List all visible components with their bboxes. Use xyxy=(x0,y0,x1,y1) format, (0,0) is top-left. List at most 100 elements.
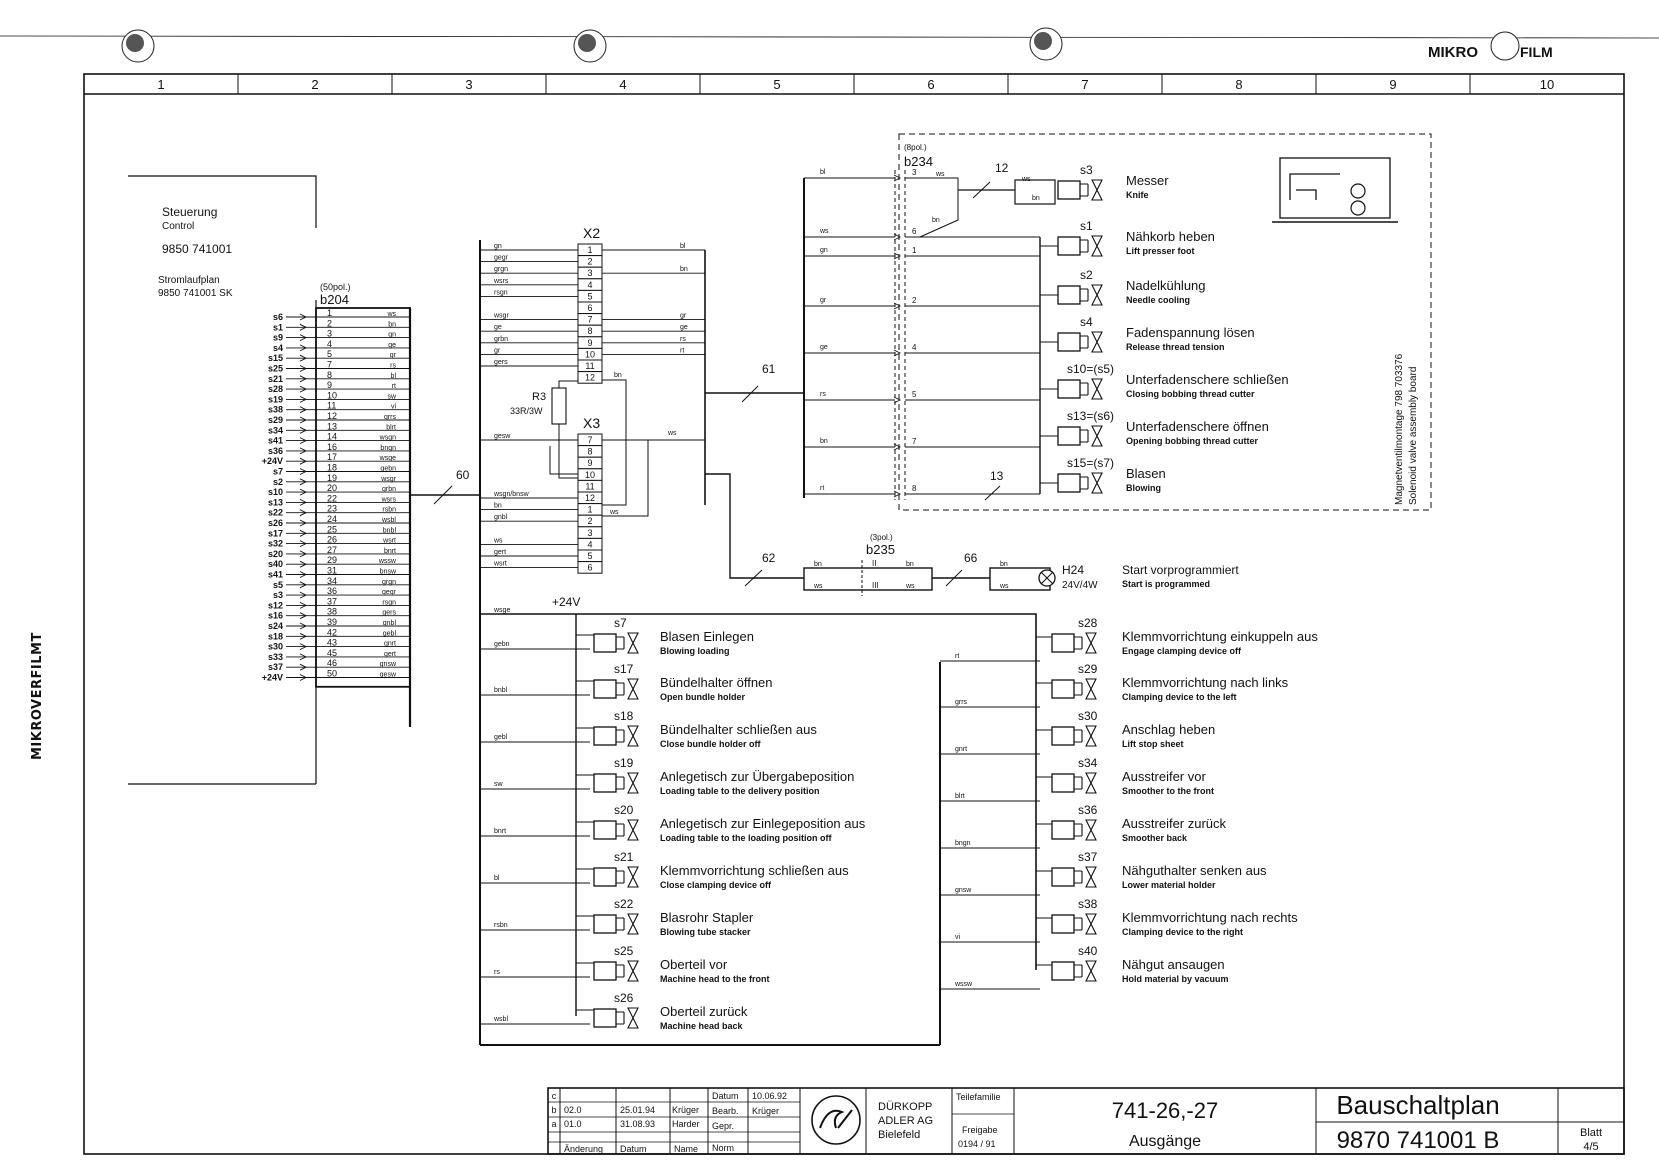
cable-61-label: 61 xyxy=(762,362,776,376)
datum-label: Datum xyxy=(712,1091,739,1101)
x2-wire-color-right: bl xyxy=(680,243,686,250)
valve-label-en: Close bundle holder off xyxy=(660,739,762,749)
b204-wire-color: grgn xyxy=(382,579,396,586)
valve-label-de: Unterfadenschere schließen xyxy=(1126,372,1289,387)
valve-label-en: Lower material holder xyxy=(1122,880,1216,890)
x3-terminal-number: 10 xyxy=(585,470,595,480)
cable-13-label: 13 xyxy=(990,469,1004,483)
b234-contact xyxy=(893,349,902,357)
cable-62-label: 62 xyxy=(762,551,776,565)
x2-terminal-number: 3 xyxy=(587,268,592,278)
b204-signal: s9 xyxy=(273,333,283,343)
b235-pin-2: II xyxy=(872,559,876,568)
b204-signal: s38 xyxy=(268,405,283,415)
valve-id: s30 xyxy=(1078,709,1098,723)
valve-board-label-en: Solenoid valve assembly board xyxy=(1408,367,1419,505)
b204-wire-color: gebl xyxy=(383,630,397,637)
valve-label-en: Lift stop sheet xyxy=(1122,739,1184,749)
b204-pin: 18 xyxy=(327,463,337,473)
b204-wire-color: wsrt xyxy=(382,538,396,545)
x2-wire-color-left: rsgn xyxy=(494,289,508,296)
valve-id: s15=(s7) xyxy=(1067,456,1114,470)
b204-pin: 31 xyxy=(327,566,337,576)
b204-signal: s3 xyxy=(273,590,283,600)
b204-pin: 2 xyxy=(327,318,332,328)
valve-label-de: Klemmvorrichtung nach rechts xyxy=(1122,910,1298,925)
x3-wire-color-left: gnbl xyxy=(494,514,508,521)
x3-terminal-number: 3 xyxy=(587,528,592,538)
valve-id: s13=(s6) xyxy=(1067,409,1114,423)
cable-62-tick xyxy=(744,569,763,587)
b234-contact xyxy=(893,490,902,498)
rev-version: 01.0 xyxy=(564,1119,582,1129)
x3-terminal-number: 4 xyxy=(587,539,592,549)
b234-pin: 7 xyxy=(912,437,917,446)
supply-rail xyxy=(480,613,1037,970)
control-title: Steuerung xyxy=(162,205,217,219)
b204-wire-color: grbn xyxy=(382,486,396,493)
control-number: 9850 741001 xyxy=(162,242,232,256)
valve-label-de: Nähgut ansaugen xyxy=(1122,957,1225,972)
valve-label-de: Ausstreifer zurück xyxy=(1122,816,1227,831)
cable-66-tick xyxy=(945,569,963,587)
x3-terminal-number: 5 xyxy=(587,551,592,561)
valve-id: s17 xyxy=(614,662,634,676)
valve-s15=(s7) xyxy=(1057,472,1103,494)
x2-terminal-number: 4 xyxy=(587,280,592,290)
cable-61-tick xyxy=(741,385,759,403)
b204-signal: s21 xyxy=(268,374,283,384)
b204-signal: s12 xyxy=(268,600,283,610)
rev-name: Krüger xyxy=(672,1105,699,1115)
b204-signal: s34 xyxy=(268,425,283,435)
h24-wire-bn: bn xyxy=(1000,561,1008,568)
b204-wire-color: gegr xyxy=(382,589,397,596)
b204-signal: s25 xyxy=(268,364,283,374)
b234-pol: (8pol.) xyxy=(904,143,927,152)
b204-pin: 36 xyxy=(327,586,337,596)
b204-signal: s18 xyxy=(268,631,283,641)
b204-pin: 7 xyxy=(327,360,332,370)
b204-wire-color: ws xyxy=(386,311,396,318)
valve-label-en: Release thread tension xyxy=(1126,342,1225,352)
doc-title: Bauschaltplan xyxy=(1336,1090,1499,1120)
valve-label-en: Smoother to the front xyxy=(1122,786,1214,796)
lower-left-wire-color: gebn xyxy=(494,641,510,648)
b235-pin-3: III xyxy=(872,581,879,590)
b204-wire-color: wsgr xyxy=(380,476,396,483)
b234-bn6: bn xyxy=(932,217,940,224)
pin-contact xyxy=(299,498,308,506)
b204-wire-color: gnsw xyxy=(380,661,397,668)
resistor-wire xyxy=(558,424,578,479)
cable-66-label: 66 xyxy=(964,551,978,565)
b234-wire-color: gr xyxy=(820,297,827,304)
b204-wire-color: wsgn xyxy=(379,435,396,442)
h24-wire-ws: ws xyxy=(999,583,1009,590)
b204-name: b204 xyxy=(320,292,349,307)
subject: Ausgänge xyxy=(1129,1133,1201,1150)
x3-terminal-number: 8 xyxy=(587,447,592,457)
punch-hole-shadow xyxy=(1034,32,1052,50)
b204-pin: 27 xyxy=(327,545,337,555)
supply-label: +24V xyxy=(552,595,580,609)
valve-label-de: Bündelhalter schließen aus xyxy=(660,722,817,737)
x3-wire-ws: ws xyxy=(667,430,677,437)
company-line-1: DÜRKOPP xyxy=(878,1101,932,1113)
b235-pol: (3pol.) xyxy=(870,533,893,542)
lamp-rating: 24V/4W xyxy=(1062,580,1098,591)
b204-wire-color: bnbl xyxy=(383,527,397,534)
valve-label-de: Messer xyxy=(1126,173,1169,188)
pin-contact xyxy=(299,571,308,578)
datum-value: 10.06.92 xyxy=(752,1091,787,1101)
valve-label-en: Close clamping device off xyxy=(660,880,772,890)
b204-signal: s33 xyxy=(268,652,283,662)
x2-terminal-number: 10 xyxy=(585,349,595,359)
valve-board-enclosure xyxy=(898,133,1432,511)
x2-terminal-number: 6 xyxy=(587,303,592,313)
hdr-change: Änderung xyxy=(564,1144,603,1154)
column-number: 4 xyxy=(619,77,626,92)
b235-name: b235 xyxy=(866,542,895,557)
b204-pin: 42 xyxy=(327,627,337,637)
valve-s1 xyxy=(1057,235,1103,257)
pin-contact xyxy=(299,519,308,527)
b204-wire-color: gers xyxy=(382,610,396,617)
